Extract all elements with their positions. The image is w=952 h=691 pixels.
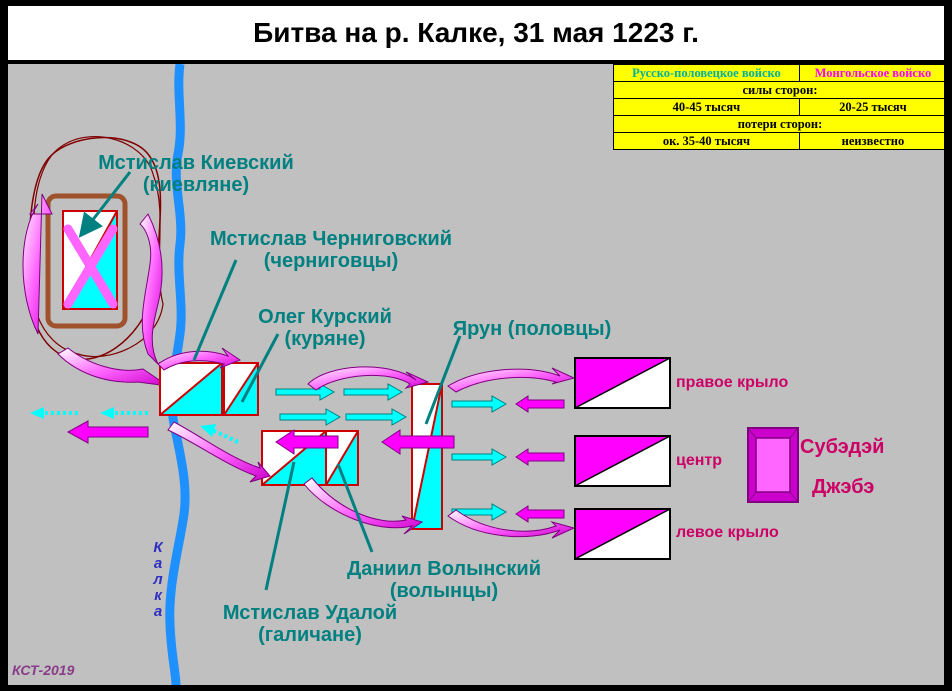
- losses-header: потери сторон:: [613, 115, 944, 133]
- river-label-letter: а: [153, 555, 163, 572]
- rus-arrow-6: [451, 448, 508, 466]
- forces-rus: 40-45 тысяч: [613, 98, 800, 116]
- label-kursk-sub: (куряне): [284, 328, 366, 350]
- pointer-volyn: [336, 463, 374, 553]
- rus-arrow-4: [345, 408, 408, 426]
- arc-bottom-1: [447, 509, 576, 539]
- side-rus-header: Русско-половецкое войско: [613, 64, 800, 82]
- rus-arrow-1: [275, 383, 336, 401]
- rus-arrow-5: [451, 395, 508, 413]
- arc-chern: [157, 347, 242, 371]
- river-label-letter: а: [153, 603, 163, 620]
- pointer-kiev: [78, 171, 132, 238]
- label-kursk: Олег Курский (куряне): [240, 306, 410, 350]
- rus-arrow-3: [279, 408, 342, 426]
- retreat-arrow-3: [211, 428, 239, 444]
- arc-top-2: [447, 367, 576, 393]
- credit-label: КСТ-2019: [12, 662, 75, 678]
- arc-kiev-right: [139, 213, 163, 365]
- rus-arrow-2: [343, 383, 404, 401]
- losses-rus: ок. 35-40 тысяч: [613, 132, 800, 150]
- arc-kiev-left: [22, 193, 53, 335]
- label-kursk-name: Олег Курский: [258, 306, 392, 328]
- label-yarun: Ярун (половцы): [432, 318, 632, 340]
- arc-bottom-2: [303, 477, 424, 535]
- map-title: Битва на р. Калке, 31 мая 1223 г.: [253, 17, 699, 48]
- river-label-letter: к: [154, 587, 162, 604]
- arc-top-1: [307, 366, 430, 391]
- label-subedei: Субэдэй: [800, 436, 885, 458]
- title-bar: Битва на р. Калке, 31 мая 1223 г.: [8, 6, 944, 60]
- label-volyn-sub: (волынцы): [389, 580, 499, 602]
- label-chernigov-name: Мстислав Черниговский: [210, 228, 452, 250]
- label-kiev-sub: (киевляне): [142, 174, 250, 196]
- label-volyn-name: Даниил Волынский: [346, 558, 542, 580]
- mongol-arrow-pursuit: [66, 420, 149, 444]
- arc-flank: [167, 421, 271, 483]
- kiev-palisade: [45, 193, 128, 329]
- mongol-arrow-left: [515, 505, 565, 523]
- mongol-arrow-center: [515, 448, 565, 466]
- river-label-letter: К: [153, 539, 163, 556]
- map-area: Русско-половецкое войско Монгольское вой…: [8, 64, 944, 685]
- side-mon-header: Монгольское войско: [798, 64, 944, 82]
- battle-map: [22, 64, 799, 685]
- label-mongol-right: правое крыло: [676, 374, 789, 391]
- label-galich: Мстислав Удалой (галичане): [200, 602, 420, 646]
- label-kiev: Мстислав Киевский (киевляне): [86, 152, 306, 196]
- river-label-letter: л: [153, 571, 163, 588]
- label-chernigov: Мстислав Черниговский (черниговцы): [186, 228, 476, 272]
- pointer-yarun: [424, 335, 462, 425]
- losses-mon: неизвестно: [798, 132, 944, 150]
- label-mongol-left: левое крыло: [676, 524, 779, 541]
- label-chernigov-sub: (черниговцы): [263, 250, 399, 272]
- pointer-kursk: [240, 333, 280, 403]
- pointer-galich: [264, 461, 296, 591]
- label-kiev-name: Мстислав Киевский: [98, 152, 294, 174]
- label-yarun-name: Ярун (половцы): [452, 318, 612, 340]
- forces-mon: 20-25 тысяч: [798, 98, 944, 116]
- label-volyn: Даниил Волынский (волынцы): [324, 558, 564, 602]
- label-galich-sub: (галичане): [258, 624, 362, 646]
- pointer-chernigov: [192, 259, 238, 361]
- forces-table: Русско-половецкое войско Монгольское вой…: [613, 64, 944, 150]
- mongol-arrow-right: [515, 395, 565, 413]
- mongol-arrow-main: [381, 429, 455, 455]
- arc-kiev-bottom: [57, 347, 169, 387]
- mongol-arrow-galich: [275, 429, 339, 455]
- forces-header: силы сторон:: [613, 81, 944, 99]
- label-galich-name: Мстислав Удалой: [222, 602, 398, 624]
- label-jebe: Джэбэ: [812, 476, 875, 498]
- label-mongol-center: центр: [676, 452, 723, 469]
- kiev-cross-arrows: [63, 224, 118, 309]
